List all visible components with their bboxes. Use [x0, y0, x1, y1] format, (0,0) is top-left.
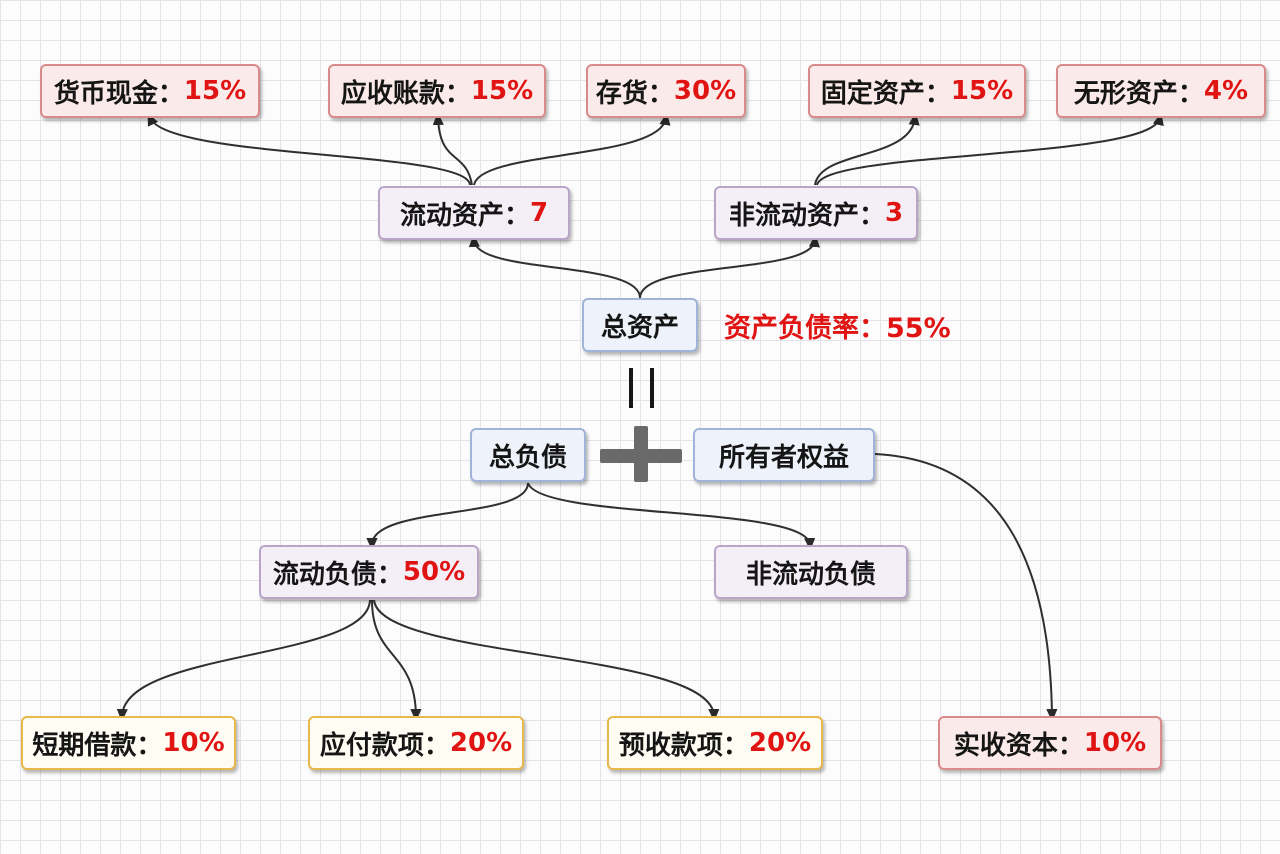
- node-short-term-loans: 短期借款：10%: [21, 716, 236, 770]
- node-value: 20%: [748, 728, 812, 758]
- node-value: 15%: [950, 76, 1014, 106]
- debt-ratio-label: 资产负债率：: [724, 313, 886, 344]
- plus-icon-vertical: [634, 426, 648, 482]
- node-total-assets: 总资产: [582, 298, 698, 352]
- edge-currentliab-to-advance: [373, 599, 720, 722]
- edge-total-to-noncurrent: [639, 234, 820, 299]
- edge-currentliab-to-shortterm: [116, 599, 371, 722]
- node-label: 预收款项：: [618, 730, 749, 761]
- edge-noncurrent-to-fixed: [814, 112, 920, 186]
- node-label: 总资产: [600, 312, 679, 343]
- edge-total-to-current: [468, 234, 641, 299]
- node-label: 固定资产：: [820, 78, 951, 109]
- node-label: 实收资本：: [953, 730, 1084, 761]
- node-value: 15%: [183, 76, 247, 106]
- edge-noncurrent-to-intangible: [816, 112, 1164, 186]
- node-value: 3: [884, 198, 904, 228]
- debt-ratio-text: 资产负债率：55%: [724, 306, 951, 345]
- node-payables: 应付款项：20%: [308, 716, 524, 770]
- node-label: 无形资产：: [1073, 78, 1204, 109]
- node-label: 应付款项：: [319, 730, 450, 761]
- node-current-liabilities: 流动负债：50%: [259, 545, 479, 599]
- node-label: 流动负债：: [272, 559, 403, 590]
- edge-liab-to-current: [366, 482, 529, 551]
- node-noncurrent-liabilities: 非流动负债: [714, 545, 908, 599]
- node-total-liabilities: 总负债: [470, 428, 586, 482]
- edge-currentliab-to-payables: [371, 599, 422, 722]
- node-label: 非流动资产：: [728, 200, 885, 231]
- node-value: 20%: [449, 728, 513, 758]
- equals-bar-right: [650, 368, 654, 408]
- node-value: 50%: [402, 557, 466, 587]
- node-noncurrent-assets: 非流动资产：3: [714, 186, 918, 240]
- node-cash: 货币现金：15%: [40, 64, 260, 118]
- node-value: 7: [529, 198, 549, 228]
- node-current-assets: 流动资产：7: [378, 186, 570, 240]
- edge-equity-to-capital: [874, 453, 1058, 722]
- node-label: 应收账款：: [340, 78, 471, 109]
- node-label: 总负债: [488, 442, 567, 473]
- node-paid-in-capital: 实收资本：10%: [938, 716, 1162, 770]
- node-receivables: 应收账款：15%: [328, 64, 546, 118]
- node-label: 流动资产：: [399, 200, 530, 231]
- node-value: 15%: [470, 76, 534, 106]
- node-value: 10%: [1083, 728, 1147, 758]
- edge-current-to-receivables: [432, 112, 473, 186]
- equals-bar-left: [629, 368, 633, 408]
- node-owners-equity: 所有者权益: [693, 428, 875, 482]
- node-intangible-assets: 无形资产：4%: [1056, 64, 1266, 118]
- edge-current-to-cash: [147, 112, 471, 186]
- node-label: 非流动负债: [745, 559, 876, 590]
- node-value: 10%: [162, 728, 225, 758]
- node-value: 30%: [673, 76, 737, 106]
- node-label: 货币现金：: [53, 78, 184, 109]
- debt-ratio-value: 55%: [886, 313, 951, 344]
- node-inventory: 存货：30%: [586, 64, 746, 118]
- edge-current-to-inventory: [473, 112, 671, 186]
- node-label: 存货：: [595, 78, 674, 109]
- edge-liab-to-noncurrent: [527, 482, 816, 551]
- node-value: 4%: [1203, 76, 1249, 106]
- node-advance-receipts: 预收款项：20%: [607, 716, 823, 770]
- node-fixed-assets: 固定资产：15%: [808, 64, 1026, 118]
- node-label: 所有者权益: [718, 442, 849, 473]
- node-label: 短期借款：: [32, 730, 163, 761]
